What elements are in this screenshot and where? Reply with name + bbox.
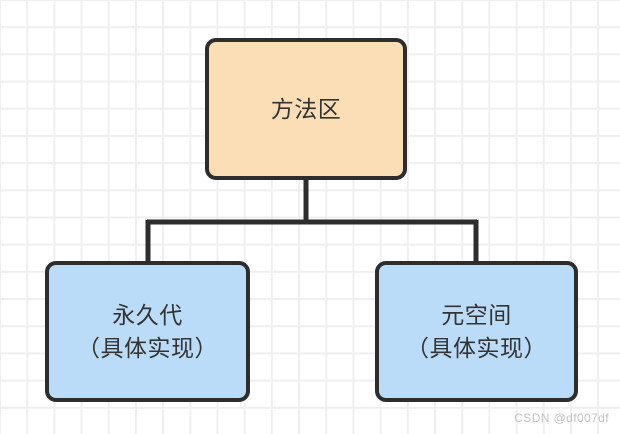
node-permgen-label-2: （具体实现） <box>77 334 218 361</box>
node-method-area[interactable]: 方法区 <box>205 38 407 180</box>
node-permgen[interactable]: 永久代 （具体实现） <box>45 261 250 402</box>
watermark: CSDN @df007df <box>514 411 609 425</box>
node-metaspace[interactable]: 元空间 （具体实现） <box>375 261 578 402</box>
node-metaspace-label-1: 元空间 <box>441 301 512 328</box>
node-method-area-label-1: 方法区 <box>270 95 342 122</box>
node-metaspace-label-2: （具体实现） <box>406 334 547 361</box>
node-permgen-label-1: 永久代 <box>112 301 183 328</box>
